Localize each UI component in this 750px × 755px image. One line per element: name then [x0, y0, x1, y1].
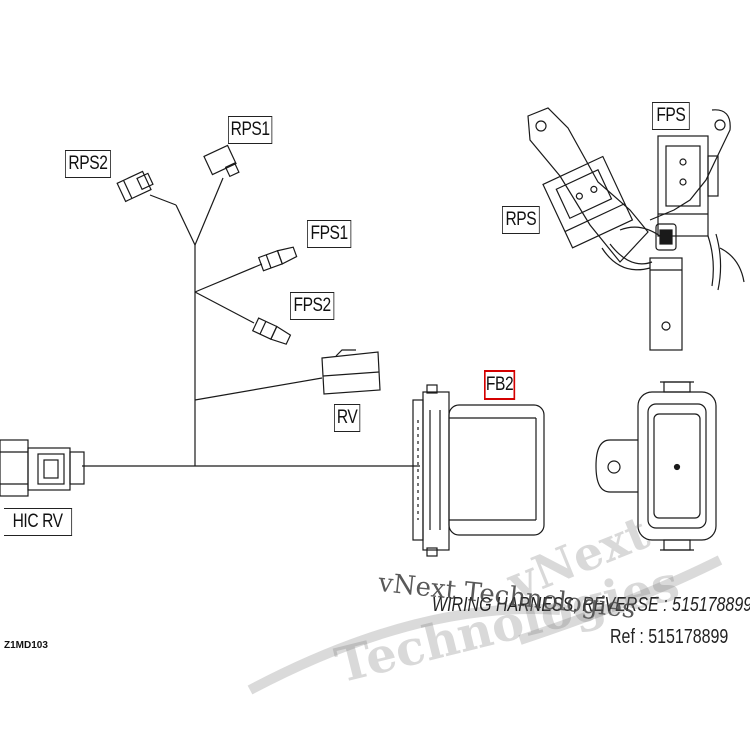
label-rps[interactable]: RPS	[502, 206, 540, 234]
fps1-connector[interactable]	[257, 245, 298, 272]
figure-code: Z1MD103	[4, 640, 48, 651]
label-rps2[interactable]: RPS2	[65, 150, 111, 178]
harness-ref: Ref : 515178899	[610, 626, 729, 648]
fps-sensor-body[interactable]	[657, 135, 719, 237]
label-fps1[interactable]: FPS1	[307, 220, 352, 248]
harness-title: WIRING HARNESS, REVERSE : 515178899	[432, 594, 750, 616]
label-rps1[interactable]: RPS1	[228, 116, 273, 144]
label-fb2[interactable]: FB2	[484, 370, 516, 400]
rv-connector[interactable]	[321, 349, 381, 395]
label-hic-rv[interactable]: HIC RV	[4, 508, 73, 536]
fb2-connector-front[interactable]	[595, 381, 717, 551]
fb2-connector-side[interactable]	[412, 384, 545, 557]
rps-sensor-body[interactable]	[542, 155, 634, 249]
hic-rv-connector[interactable]	[0, 439, 85, 497]
fps2-connector[interactable]	[251, 317, 292, 346]
sensor-bracket-assembly	[527, 107, 745, 351]
label-fps2[interactable]: FPS2	[290, 292, 335, 320]
watermark-swoosh	[247, 555, 723, 695]
harness-trunk	[82, 177, 420, 467]
fps-pigtail-plug	[655, 223, 677, 251]
rps2-connector[interactable]	[116, 170, 154, 203]
rps1-connector[interactable]	[203, 144, 240, 182]
label-fps[interactable]: FPS	[652, 102, 690, 130]
label-rv[interactable]: RV	[334, 404, 361, 432]
